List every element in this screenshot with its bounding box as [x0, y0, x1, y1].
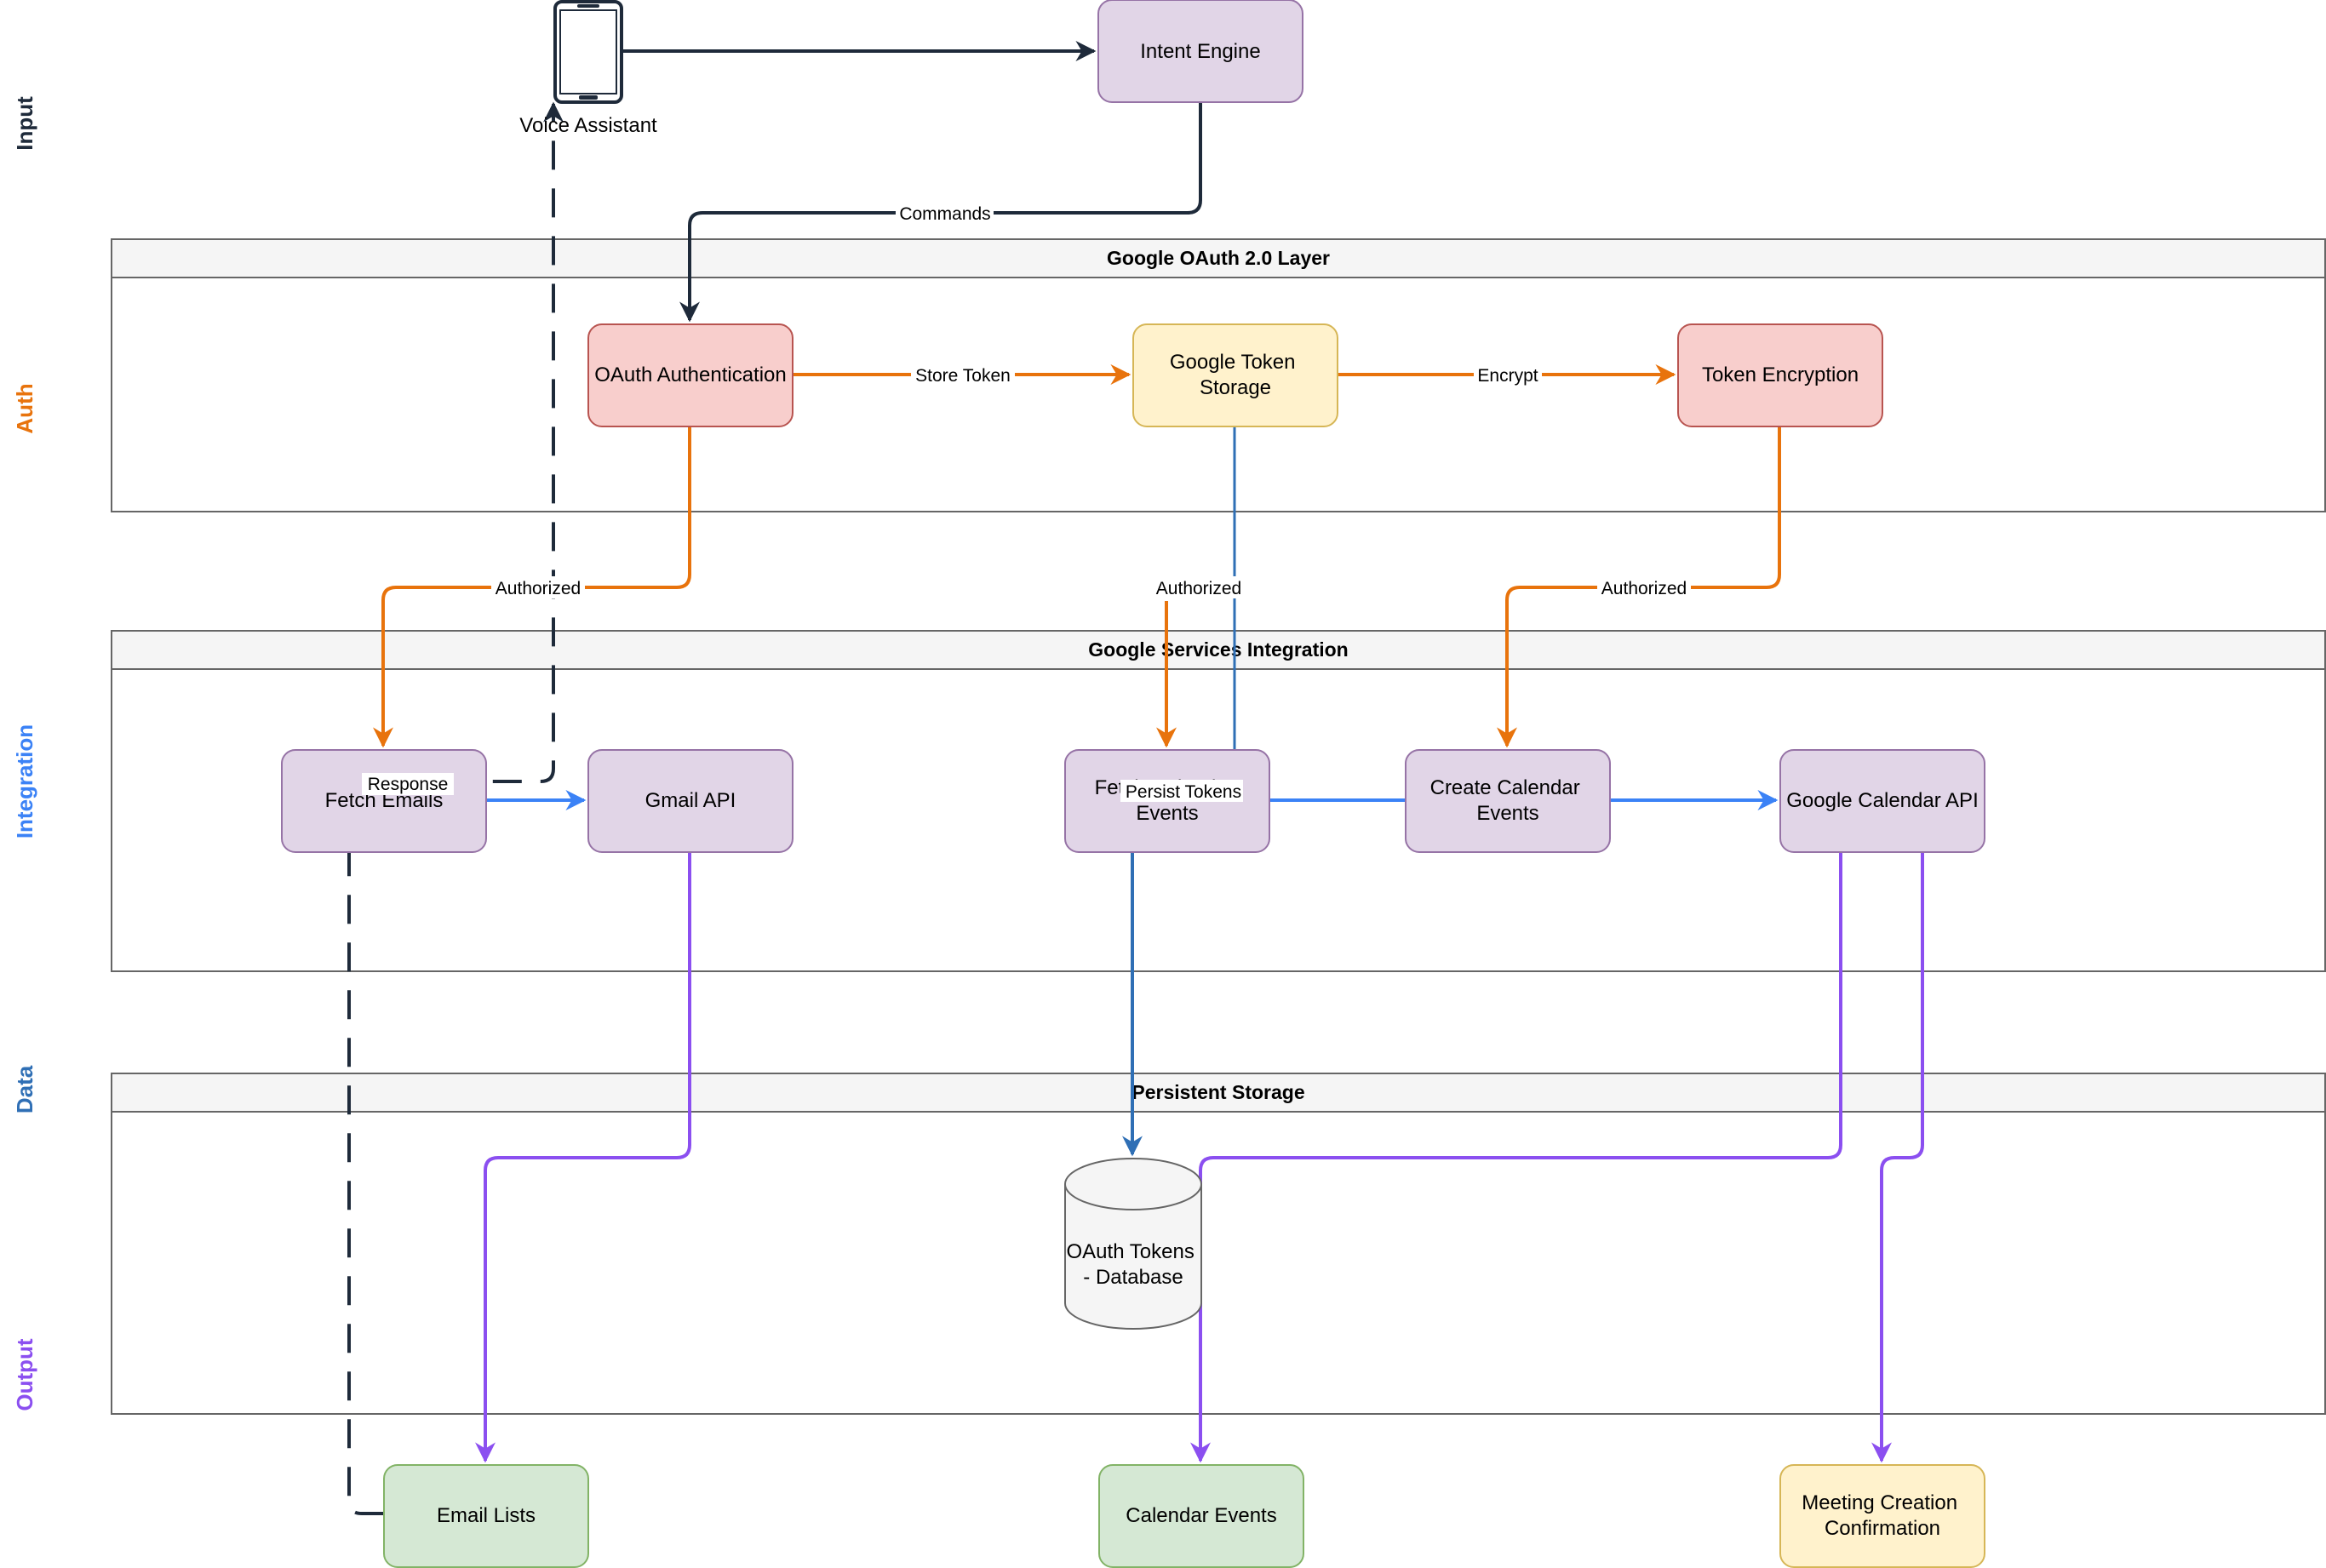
meeting-confirmation-node: Meeting Creation Confirmation: [1779, 1464, 1985, 1568]
side-label-output: Output: [12, 1338, 37, 1411]
gmail-api-label: Gmail API: [645, 789, 736, 812]
side-label-integration: Integration: [12, 724, 37, 838]
intent-engine-label: Intent Engine: [1140, 40, 1260, 63]
side-label-data: Data: [12, 1065, 37, 1113]
token-encryption-node: Token Encryption: [1677, 323, 1883, 427]
svg-text:Persist Tokens: Persist Tokens: [1126, 782, 1241, 802]
oauth-authentication-label: OAuth Authentication: [594, 363, 787, 386]
phone-icon: [553, 0, 623, 104]
lane-storage: Persistent Storage: [111, 1073, 2326, 1415]
token-encryption-label: Token Encryption: [1702, 363, 1859, 386]
create-calendar-node: Create Calendar Events: [1405, 749, 1611, 853]
email-lists-label: Email Lists: [437, 1504, 536, 1527]
svg-text:Authorized: Authorized: [1156, 579, 1241, 598]
lane-oauth: Google OAuth 2.0 Layer: [111, 238, 2326, 512]
svg-text:Encrypt: Encrypt: [1477, 366, 1538, 386]
edge-api-to-calendar-events: [1190, 852, 1842, 1463]
meeting-confirmation-label-line1: Meeting Creation: [1802, 1491, 1957, 1514]
token-storage-label-line2: Storage: [1200, 376, 1271, 399]
edge-gmail-to-emails: [475, 852, 691, 1463]
svg-text:Commands: Commands: [899, 204, 990, 224]
edge-label-persist-tokens: Persist Tokens: [1120, 780, 1243, 802]
voice-assistant-label: Voice Assistant: [519, 114, 657, 137]
meeting-confirmation-label-line2: Confirmation: [1825, 1517, 1940, 1540]
create-calendar-label-line1: Create Calendar: [1430, 776, 1580, 799]
edge-label-authorized-2: Authorized: [1152, 576, 1246, 598]
voice-assistant-node: Voice Assistant: [519, 0, 657, 137]
create-calendar-label-line2: Events: [1476, 802, 1538, 825]
svg-text:Authorized: Authorized: [496, 579, 581, 598]
token-storage-label-line1: Google Token: [1170, 351, 1296, 374]
svg-text:Store Token: Store Token: [915, 366, 1011, 386]
side-label-auth: Auth: [12, 383, 37, 433]
oauth-db-node: OAuth Tokens - Database: [1064, 1158, 1202, 1330]
gmail-api-node: Gmail API: [587, 749, 793, 853]
svg-text:OAuth Tokens - Database: OAuth Tokens - Database: [1067, 1240, 1200, 1289]
token-storage-node: Google Token Storage: [1132, 323, 1338, 427]
svg-text:Create Calendar Events: Create Calendar Events: [1430, 776, 1586, 825]
svg-text:Google Token Storage: Google Token Storage: [1170, 351, 1301, 399]
calendar-api-node: Google Calendar API: [1779, 749, 1985, 853]
lane-oauth-title: Google OAuth 2.0 Layer: [1107, 247, 1330, 269]
edge-response: [347, 101, 564, 1515]
edge-label-commands: Commands: [896, 202, 994, 224]
fetch-calendar-label-line2: Events: [1136, 802, 1198, 825]
fetch-emails-node: Fetch Emails: [281, 749, 487, 853]
calendar-events-label: Calendar Events: [1126, 1504, 1276, 1527]
edge-api-to-meeting: [1871, 852, 1924, 1463]
svg-text:Response: Response: [368, 775, 449, 794]
intent-engine-node: Intent Engine: [1097, 0, 1303, 103]
oauth-db-label-line1: OAuth Tokens: [1067, 1240, 1195, 1263]
email-lists-node: Email Lists: [383, 1464, 589, 1568]
edge-label-authorized-1: Authorized: [491, 576, 585, 598]
oauth-db-label-line2: - Database: [1083, 1266, 1183, 1289]
edge-label-encrypt: Encrypt: [1474, 363, 1542, 386]
side-label-input: Input: [12, 96, 37, 151]
lane-storage-title: Persistent Storage: [1131, 1081, 1304, 1103]
lane-services-title: Google Services Integration: [1088, 638, 1348, 661]
oauth-authentication-node: OAuth Authentication: [587, 323, 793, 427]
edge-label-response: Response: [362, 773, 454, 795]
edge-label-store-token: Store Token: [911, 363, 1015, 386]
calendar-events-node: Calendar Events: [1098, 1464, 1304, 1568]
svg-text:Authorized: Authorized: [1601, 579, 1687, 598]
edge-label-authorized-3: Authorized: [1597, 576, 1691, 598]
calendar-api-label: Google Calendar API: [1786, 789, 1978, 812]
svg-text:Meeting Creation Confirm: Meeting Creation Confirmation: [1802, 1491, 1962, 1540]
